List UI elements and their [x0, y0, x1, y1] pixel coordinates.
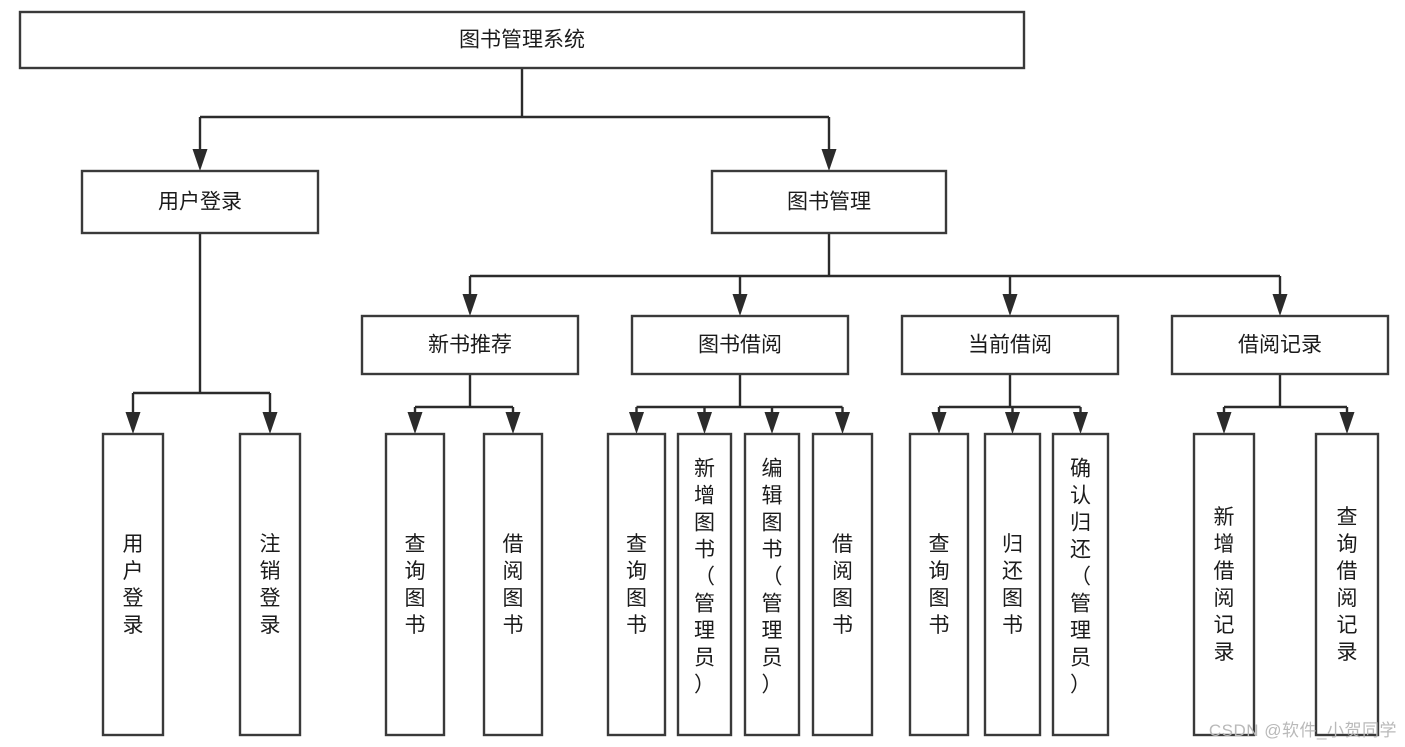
- node-box[interactable]: [1170, 314, 1390, 376]
- node-leaf-nb-borrow[interactable]: 借阅图书: [482, 432, 544, 737]
- arrow-head-icon: [462, 294, 478, 316]
- node-leaf-bo-edit[interactable]: 编辑图书（管理员）: [743, 432, 801, 737]
- node-box[interactable]: [384, 432, 446, 737]
- node-leaf-cu-confirm[interactable]: 确认归还（管理员）: [1051, 432, 1110, 737]
- node-leaf-re-add[interactable]: 新增借阅记录: [1192, 432, 1256, 737]
- node-leaf-nb-query[interactable]: 查询图书: [384, 432, 446, 737]
- node-leaf-bo-add[interactable]: 新增图书（管理员）: [676, 432, 733, 737]
- arrow-head-icon: [1272, 294, 1288, 316]
- connector-group: [125, 233, 278, 434]
- node-label: 查询图书: [405, 533, 426, 637]
- node-root[interactable]: 图书管理系统: [18, 10, 1026, 70]
- connector-group: [629, 374, 850, 434]
- node-leaf-cu-return[interactable]: 归还图书: [983, 432, 1042, 737]
- node-label: 注销登录: [260, 533, 281, 637]
- node-label: 查询借阅记录: [1337, 506, 1358, 664]
- node-leaf-user-logout[interactable]: 注销登录: [238, 432, 302, 737]
- node-box[interactable]: [101, 432, 165, 737]
- node-box[interactable]: [1051, 432, 1110, 737]
- arrow-head-icon: [125, 412, 141, 434]
- node-box[interactable]: [18, 10, 1026, 70]
- node-box[interactable]: [908, 432, 970, 737]
- node-label: 图书借阅: [698, 334, 782, 357]
- node-login[interactable]: 用户登录: [80, 169, 320, 235]
- node-leaf-bo-query[interactable]: 查询图书: [606, 432, 667, 737]
- node-label: 借阅图书: [832, 533, 853, 637]
- node-label: 新增借阅记录: [1214, 506, 1235, 664]
- node-box[interactable]: [482, 432, 544, 737]
- arrow-head-icon: [1073, 412, 1088, 434]
- node-newbook[interactable]: 新书推荐: [360, 314, 580, 376]
- arrow-head-icon: [1339, 412, 1355, 434]
- node-label: 编辑图书（管理员）: [762, 457, 783, 696]
- node-leaf-user-login[interactable]: 用户登录: [101, 432, 165, 737]
- node-box[interactable]: [238, 432, 302, 737]
- node-current[interactable]: 当前借阅: [900, 314, 1120, 376]
- node-label: 用户登录: [123, 533, 144, 637]
- node-borrow[interactable]: 图书借阅: [630, 314, 850, 376]
- arrow-head-icon: [629, 412, 644, 434]
- connectors-layer: [125, 68, 1355, 434]
- node-label: 图书管理系统: [459, 29, 585, 52]
- node-label: 借阅图书: [503, 533, 524, 637]
- node-label: 查询图书: [626, 533, 647, 637]
- connector-group: [462, 233, 1288, 316]
- arrow-head-icon: [1002, 294, 1018, 316]
- arrow-head-icon: [821, 149, 837, 171]
- node-box[interactable]: [811, 432, 874, 737]
- node-label: 用户登录: [158, 191, 242, 214]
- node-records[interactable]: 借阅记录: [1170, 314, 1390, 376]
- node-box[interactable]: [983, 432, 1042, 737]
- node-label: 新书推荐: [428, 334, 512, 357]
- node-box[interactable]: [743, 432, 801, 737]
- node-box[interactable]: [900, 314, 1120, 376]
- node-box[interactable]: [360, 314, 580, 376]
- nodes-layer: 图书管理系统用户登录图书管理新书推荐图书借阅当前借阅借阅记录用户登录注销登录查询…: [18, 10, 1390, 737]
- connector-group: [192, 68, 837, 171]
- node-box[interactable]: [676, 432, 733, 737]
- connector-group: [1216, 374, 1355, 434]
- node-leaf-re-query[interactable]: 查询借阅记录: [1314, 432, 1380, 737]
- node-box[interactable]: [710, 169, 948, 235]
- node-label: 新增图书（管理员）: [694, 457, 715, 696]
- connector-group: [407, 374, 521, 434]
- arrow-head-icon: [1005, 412, 1020, 434]
- node-label: 归还图书: [1002, 533, 1023, 637]
- node-bookmgmt[interactable]: 图书管理: [710, 169, 948, 235]
- arrow-head-icon: [931, 412, 947, 434]
- arrow-head-icon: [764, 412, 780, 434]
- node-label: 当前借阅: [968, 334, 1052, 357]
- arrow-head-icon: [505, 412, 521, 434]
- arrow-head-icon: [407, 412, 423, 434]
- node-box[interactable]: [1314, 432, 1380, 737]
- arrow-head-icon: [1216, 412, 1232, 434]
- connector-group: [931, 374, 1088, 434]
- arrow-head-icon: [262, 412, 278, 434]
- node-box[interactable]: [606, 432, 667, 737]
- node-leaf-cu-query[interactable]: 查询图书: [908, 432, 970, 737]
- node-label: 图书管理: [787, 191, 871, 214]
- arrow-head-icon: [697, 412, 712, 434]
- node-leaf-bo-borrow[interactable]: 借阅图书: [811, 432, 874, 737]
- arrow-head-icon: [192, 149, 208, 171]
- node-label: 查询图书: [929, 533, 950, 637]
- node-label: 确认归还（管理员）: [1070, 457, 1091, 696]
- arrow-head-icon: [835, 412, 850, 434]
- node-box[interactable]: [1192, 432, 1256, 737]
- node-box[interactable]: [80, 169, 320, 235]
- arrow-head-icon: [732, 294, 748, 316]
- node-label: 借阅记录: [1238, 334, 1322, 357]
- node-box[interactable]: [630, 314, 850, 376]
